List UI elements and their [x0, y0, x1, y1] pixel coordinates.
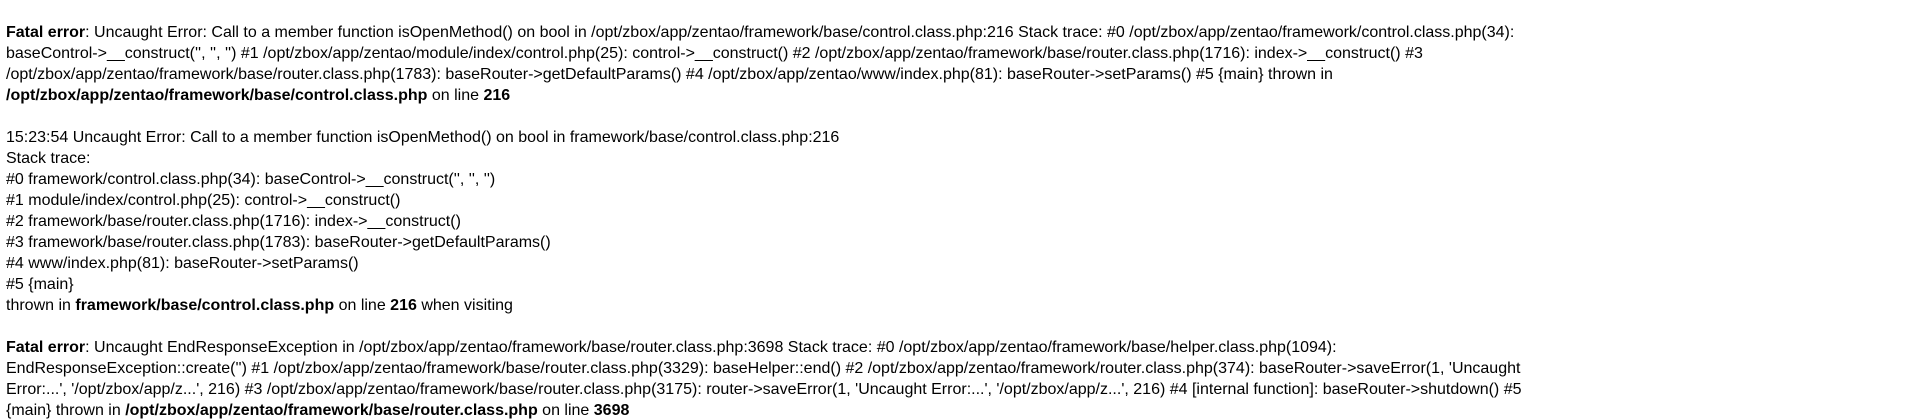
- fatal-error-file: /opt/zbox/app/zentao/framework/base/rout…: [125, 402, 538, 419]
- fatal-error-1: Fatal error: Uncaught Error: Call to a m…: [6, 22, 1566, 106]
- trace-file: framework/base/control.class.php: [75, 297, 335, 314]
- trace-on-line: on line: [334, 297, 391, 314]
- trace-line-number: 216: [390, 297, 417, 314]
- trace-thrown-in: thrown in: [6, 297, 76, 314]
- trace-frame: #3 framework/base/router.class.php(1783)…: [6, 234, 551, 251]
- fatal-error-on-line: on line: [427, 87, 484, 104]
- trace-frame: #5 {main}: [6, 276, 74, 293]
- fatal-error-message: : Uncaught EndResponseException in /opt/…: [6, 339, 1522, 419]
- fatal-error-2: Fatal error: Uncaught EndResponseExcepti…: [6, 337, 1566, 420]
- stack-trace-label: Stack trace:: [6, 150, 91, 167]
- trace-frame: #1 module/index/control.php(25): control…: [6, 192, 401, 209]
- trace-thrown-line: thrown in framework/base/control.class.p…: [6, 295, 1898, 316]
- fatal-error-on-line: on line: [537, 402, 594, 419]
- fatal-error-label: Fatal error: [6, 24, 86, 41]
- trace-frame: #4 www/index.php(81): baseRouter->setPar…: [6, 255, 359, 272]
- fatal-error-line-number: 3698: [593, 402, 630, 419]
- trace-frame: #0 framework/control.class.php(34): base…: [6, 171, 496, 188]
- stack-trace-block: 15:23:54 Uncaught Error: Call to a membe…: [6, 127, 1898, 316]
- trace-frame: #2 framework/base/router.class.php(1716)…: [6, 213, 461, 230]
- trace-headline: 15:23:54 Uncaught Error: Call to a membe…: [6, 129, 840, 146]
- fatal-error-file: /opt/zbox/app/zentao/framework/base/cont…: [6, 87, 428, 104]
- trace-when-visiting: when visiting: [416, 297, 513, 314]
- fatal-error-label: Fatal error: [6, 339, 86, 356]
- fatal-error-line-number: 216: [483, 87, 511, 104]
- fatal-error-message: : Uncaught Error: Call to a member funct…: [6, 24, 1515, 83]
